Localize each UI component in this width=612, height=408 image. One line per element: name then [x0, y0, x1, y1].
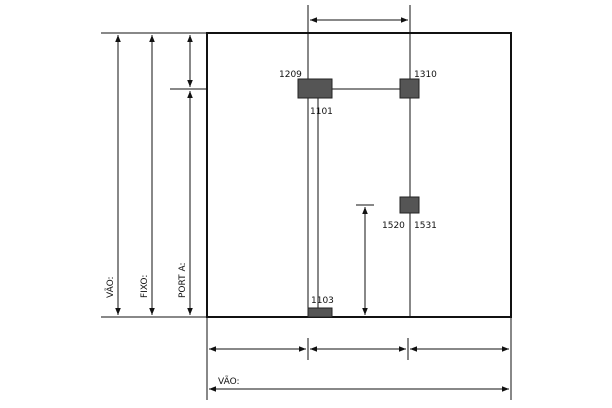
opening-frame	[206, 32, 512, 318]
label-porta-vertical: PORT A:	[178, 263, 188, 299]
hardware-1520-1531	[399, 196, 420, 214]
label-fixo-vertical: FIXO:	[140, 275, 150, 298]
hardware-1209	[297, 78, 333, 99]
label-1310: 1310	[414, 70, 437, 80]
label-1101: 1101	[310, 107, 333, 117]
label-vao-horizontal: VÃO:	[218, 376, 240, 387]
label-1520: 1520	[382, 221, 405, 231]
label-vao-vertical: VÃO:	[105, 276, 116, 298]
hardware-1310	[399, 78, 420, 99]
label-1209: 1209	[279, 70, 302, 80]
hardware-1103	[307, 307, 333, 318]
label-1531: 1531	[414, 221, 437, 231]
label-1103: 1103	[311, 296, 334, 306]
